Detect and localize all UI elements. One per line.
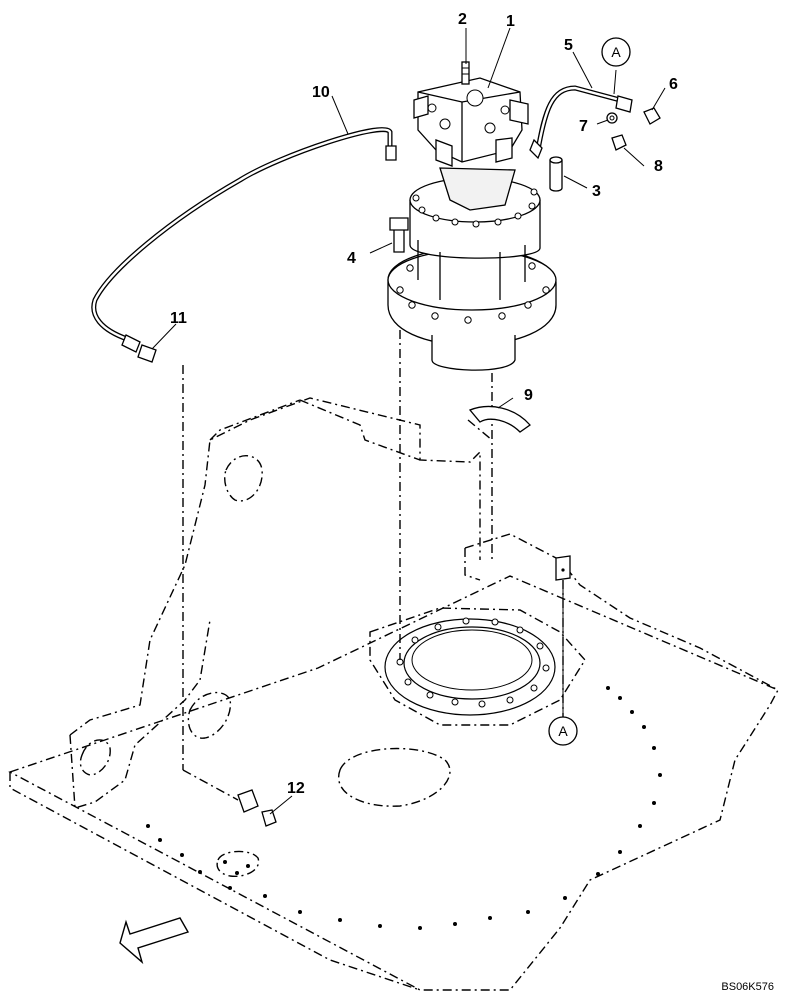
part-8-fitting	[611, 134, 627, 151]
reference-marker-a-bottom: A	[548, 716, 578, 746]
frame-mounting-ring	[384, 617, 556, 716]
leader-lines	[151, 27, 666, 815]
part-9-clamp	[468, 405, 531, 433]
swing-motor-assembly	[387, 77, 557, 371]
part-3-pin	[549, 156, 563, 192]
assembly-center-lines	[182, 330, 564, 801]
reference-marker-a-top-label: A	[611, 44, 621, 60]
callout-8: 8	[654, 158, 663, 175]
part-4-bolt	[389, 217, 409, 253]
part-5-drain-hose	[529, 85, 633, 160]
callout-4: 4	[347, 250, 356, 267]
callout-6: 6	[669, 76, 678, 93]
revolving-frame-outline	[8, 397, 779, 991]
callout-12: 12	[287, 780, 305, 797]
callout-1: 1	[506, 13, 515, 30]
callout-10: 10	[312, 84, 330, 101]
front-direction-arrow-icon	[119, 917, 190, 965]
callout-7: 7	[579, 118, 588, 135]
part-6-fitting	[643, 107, 661, 125]
body-bolt-ring	[412, 188, 538, 228]
part-11-fitting	[137, 344, 157, 363]
callout-11: 11	[170, 310, 187, 327]
reference-marker-a-top: A	[601, 37, 631, 67]
callout-2: 2	[458, 11, 467, 28]
part-2-plug	[461, 61, 470, 85]
frame-bracket	[555, 555, 571, 581]
drawing-code: BS06K576	[721, 981, 774, 993]
callout-5: 5	[564, 37, 573, 54]
part-10-hose	[91, 127, 397, 353]
callout-labels: 1 2 3 4 5 6 7 8 9 10 11 12	[170, 11, 678, 797]
flange-bolt-holes	[396, 262, 550, 324]
part-7-washer	[606, 112, 618, 124]
callout-9: 9	[524, 387, 533, 404]
callout-3: 3	[592, 183, 601, 200]
reference-marker-a-bottom-label: A	[558, 723, 568, 739]
frame-bolt-holes	[146, 686, 662, 930]
part-12-fitting	[237, 789, 277, 827]
